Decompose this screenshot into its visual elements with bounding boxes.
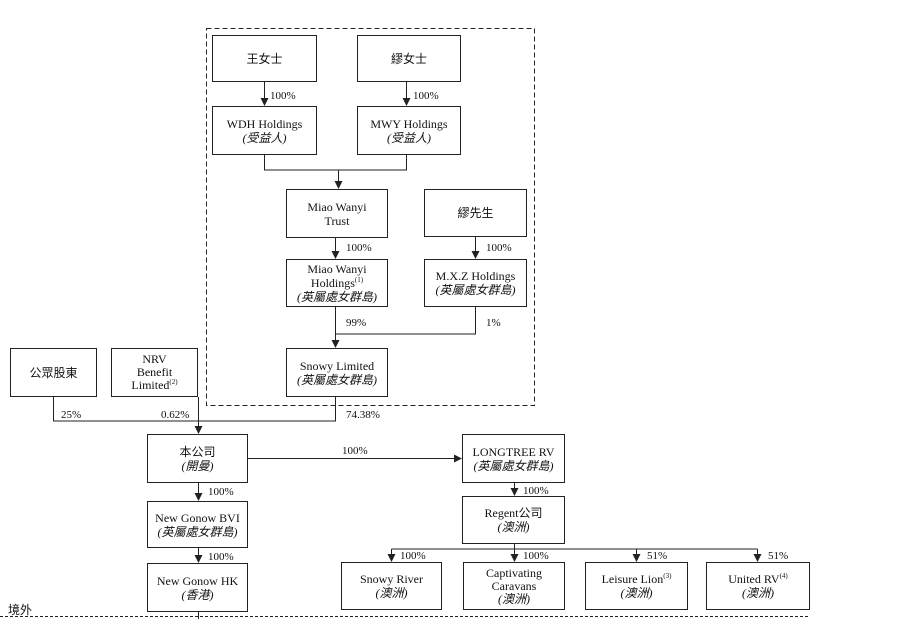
mr-miao-name: 繆先生 — [457, 206, 494, 220]
public-shareholders-box: 公眾股東 — [10, 348, 97, 397]
united-rv-note: (澳洲) — [742, 586, 774, 600]
offshore-label: 境外 — [8, 603, 33, 617]
pct-trust-holdings: 100% — [346, 242, 372, 254]
pct-regent-united: 51% — [768, 550, 789, 562]
pct-nrv: 0.62% — [161, 409, 190, 421]
leisure-lion-box: Leisure Lion(3) (澳洲) — [585, 562, 688, 610]
mr-miao-box: 繆先生 — [424, 189, 527, 237]
pct-regent-leisure: 51% — [647, 550, 668, 562]
new-gonow-bvi-box: New Gonow BVI (英屬處女群島) — [147, 501, 248, 548]
captivating-caravans-box: Captivating Caravans (澳洲) — [463, 562, 565, 610]
ms-miao-name: 繆女士 — [390, 51, 427, 66]
holdings-note: (英屬處女群島) — [297, 290, 377, 304]
regent-note: (澳洲) — [497, 520, 530, 534]
mwy-holdings-name: MWY Holdings — [370, 116, 448, 131]
pct-holdings-snowy: 99% — [346, 317, 367, 329]
pct-wang-wdh: 100% — [270, 90, 296, 102]
gonow-bvi-name: New Gonow BVI — [155, 510, 240, 525]
holdings-line1: Miao Wanyi — [307, 262, 367, 276]
nrv-benefit-box: NRV Benefit Limited(2) — [111, 348, 198, 397]
gonow-bvi-note: (英屬處女群島) — [157, 524, 238, 539]
captivating-note: (澳洲) — [498, 591, 530, 606]
ms-miao-box: 繆女士 — [357, 35, 461, 82]
miao-wanyi-holdings-box: Miao Wanyi Holdings(1) (英屬處女群島) — [286, 259, 388, 307]
leisure-lion-note: (澳洲) — [620, 586, 653, 600]
wdh-holdings-name: WDH Holdings — [226, 116, 303, 131]
nrv-line1: NRV — [142, 352, 167, 366]
pct-regent-captivating: 100% — [523, 550, 549, 562]
leisure-lion-name: Leisure Lion — [601, 572, 664, 586]
company-note: (開曼) — [181, 458, 214, 473]
trust-line2: Trust — [324, 213, 350, 228]
mxz-holdings-box: M.X.Z Holdings (英屬處女群島) — [424, 259, 527, 307]
snowy-river-box: Snowy River (澳洲) — [341, 562, 442, 610]
longtree-name: LONGTREE RV — [472, 444, 555, 459]
wdh-holdings-note: (受益人) — [242, 130, 287, 145]
snowy-limited-name: Snowy Limited — [299, 358, 375, 373]
mwy-holdings-note: (受益人) — [387, 130, 431, 145]
public-shareholders-name: 公眾股東 — [29, 365, 78, 380]
mwy-holdings-box: MWY Holdings (受益人) — [357, 106, 461, 155]
wdh-holdings-box: WDH Holdings (受益人) — [212, 106, 317, 155]
snowy-limited-box: Snowy Limited (英屬處女群島) — [286, 348, 388, 397]
pct-miao-mwy: 100% — [413, 90, 439, 102]
united-rv-box: United RV(4) (澳洲) — [706, 562, 810, 610]
longtree-note: (英屬處女群島) — [473, 458, 554, 473]
holdings-line2: Holdings — [310, 276, 355, 290]
pct-longtree-regent: 100% — [523, 485, 549, 497]
trust-line1: Miao Wanyi — [307, 199, 367, 214]
nrv-line3: Limited — [131, 378, 170, 392]
ms-wang-name: 王女士 — [246, 51, 283, 66]
pct-mr-mxz: 100% — [486, 242, 512, 254]
mxz-holdings-note: (英屬處女群島) — [435, 283, 516, 297]
mxz-holdings-name: M.X.Z Holdings — [435, 269, 516, 283]
pct-bvi-hk: 100% — [208, 551, 234, 563]
snowy-river-name: Snowy River — [360, 572, 423, 586]
snowy-limited-note: (英屬處女群島) — [297, 372, 377, 387]
ms-wang-box: 王女士 — [212, 35, 317, 82]
regent-box: Regent公司 (澳洲) — [462, 496, 565, 544]
nrv-footnote: (2) — [169, 378, 178, 386]
united-rv-name: United RV — [728, 572, 780, 586]
regent-name: Regent公司 — [484, 506, 543, 520]
company-name: 本公司 — [179, 444, 216, 459]
pct-public: 25% — [61, 409, 82, 421]
pct-regent-snowy-river: 100% — [400, 550, 426, 562]
pct-mxz-snowy: 1% — [486, 317, 501, 329]
miao-wanyi-trust-box: Miao Wanyi Trust — [286, 189, 388, 238]
longtree-rv-box: LONGTREE RV (英屬處女群島) — [462, 434, 565, 483]
snowy-river-note: (澳洲) — [375, 586, 408, 600]
pct-snowy-company: 74.38% — [346, 409, 380, 421]
captivating-line2: Caravans — [491, 578, 537, 593]
nrv-line2: Benefit — [136, 365, 173, 379]
pct-company-bvi: 100% — [208, 486, 234, 498]
leisure-lion-footnote: (3) — [663, 572, 672, 580]
holdings-footnote: (1) — [354, 276, 364, 284]
gonow-hk-name: New Gonow HK — [156, 573, 239, 588]
captivating-line1: Captivating — [486, 565, 542, 580]
new-gonow-hk-box: New Gonow HK (香港) — [147, 563, 248, 612]
pct-company-longtree: 100% — [342, 445, 368, 457]
gonow-hk-note: (香港) — [181, 587, 214, 602]
united-rv-footnote: (4) — [779, 572, 788, 580]
trust-boundary — [206, 28, 535, 406]
company-box: 本公司 (開曼) — [147, 434, 248, 483]
